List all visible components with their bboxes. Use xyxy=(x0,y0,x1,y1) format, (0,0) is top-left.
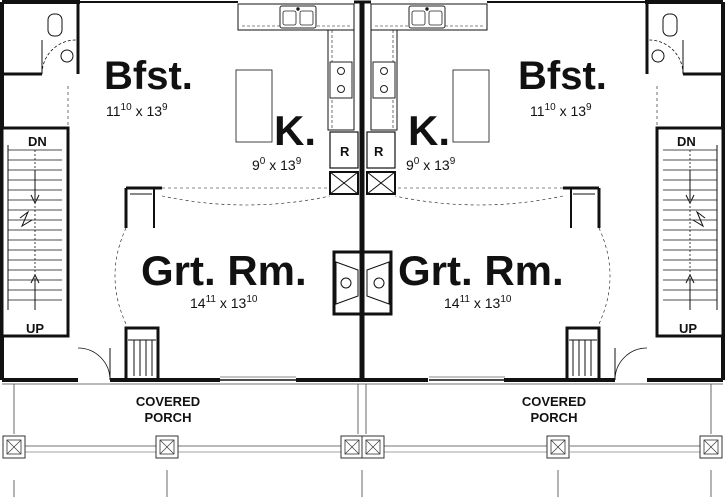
left-great-room-dimensions: 1411 x 1310 xyxy=(190,294,258,311)
right-kitchen-title: K. xyxy=(408,107,450,154)
porch-column xyxy=(361,435,385,459)
porch-column xyxy=(2,435,26,459)
left-kitchen-counters xyxy=(235,3,359,195)
exterior-walls xyxy=(0,0,725,382)
right-partitions xyxy=(361,86,658,382)
right-refrigerator-label: R xyxy=(374,144,384,159)
left-breakfast-dimensions: 1110 x 139 xyxy=(106,102,168,119)
porch-column xyxy=(155,435,179,459)
left-porch-label: COVERED PORCH xyxy=(135,394,201,425)
porch-column xyxy=(340,435,364,459)
left-breakfast-title: Bfst. xyxy=(104,54,193,98)
left-refrigerator-label: R xyxy=(340,144,350,159)
right-porch-label: COVERED PORCH xyxy=(521,394,587,425)
left-unit xyxy=(0,2,364,382)
left-kitchen-title: K. xyxy=(274,107,316,154)
porch-columns xyxy=(2,435,723,459)
left-partitions xyxy=(67,86,364,382)
right-great-room-dimensions: 1411 x 1310 xyxy=(444,294,512,311)
left-stair-up-label: UP xyxy=(26,321,45,336)
right-kitchen-counters xyxy=(366,3,490,195)
left-bathroom xyxy=(2,2,80,76)
right-breakfast-title: Bfst. xyxy=(518,54,607,98)
porch-column xyxy=(699,435,723,459)
right-kitchen-dimensions: 90 x 139 xyxy=(406,156,456,173)
right-great-room-title: Grt. Rm. xyxy=(398,247,564,294)
right-unit xyxy=(361,2,725,382)
left-kitchen-dimensions: 90 x 139 xyxy=(252,156,302,173)
covered-porch xyxy=(2,383,723,497)
right-stair xyxy=(655,126,725,338)
right-stair-down-label: DN xyxy=(677,134,696,149)
right-breakfast-dimensions: 1110 x 139 xyxy=(530,102,592,119)
left-great-room-title: Grt. Rm. xyxy=(141,247,307,294)
right-bathroom xyxy=(645,2,723,76)
left-stair xyxy=(0,126,70,338)
left-stair-down-label: DN xyxy=(28,134,47,149)
right-stair-up-label: UP xyxy=(679,321,698,336)
porch-column xyxy=(546,435,570,459)
